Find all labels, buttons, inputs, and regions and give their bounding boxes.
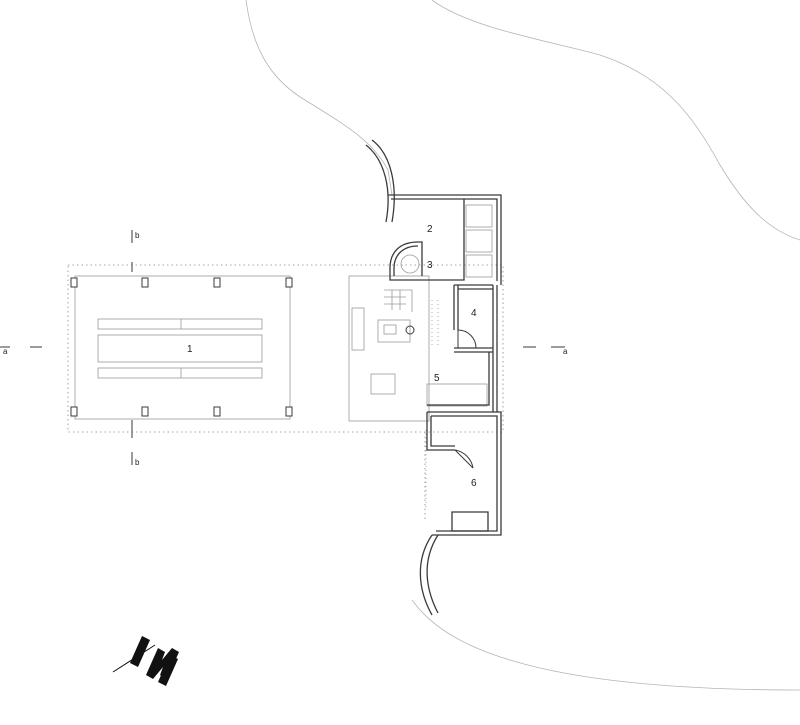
doors xyxy=(454,329,477,469)
section-label-b-bottom: b xyxy=(135,458,140,467)
wall-room5-east xyxy=(427,352,490,406)
table-center xyxy=(97,334,263,363)
column xyxy=(141,406,149,417)
wall-room4-lower xyxy=(454,347,493,353)
living-area xyxy=(348,275,488,422)
roof-outline-pavilion xyxy=(67,264,504,433)
bench-top xyxy=(97,318,263,330)
curved-wall-lower-inner xyxy=(426,534,439,614)
wall-north xyxy=(388,194,502,285)
bench-bottom xyxy=(97,367,263,379)
roof-outline xyxy=(67,264,504,520)
column xyxy=(141,277,149,288)
column xyxy=(70,406,78,417)
wall-lower-wing xyxy=(427,411,502,536)
bath-fixtures xyxy=(400,204,493,278)
living-floor-outline xyxy=(348,275,430,422)
room-label-4: 4 xyxy=(471,308,477,319)
column xyxy=(213,277,221,288)
section-label-a-right: a xyxy=(563,347,568,356)
terrain-contours xyxy=(245,0,800,691)
wall-bath-inner xyxy=(393,245,419,276)
counter xyxy=(426,383,488,407)
contour-line-west xyxy=(245,0,393,196)
shower-cubicle-2 xyxy=(465,229,493,253)
column xyxy=(213,406,221,417)
wall-lower-wing-inner xyxy=(431,415,498,532)
wall-room4 xyxy=(453,284,493,330)
door-swing-room6 xyxy=(454,449,474,469)
curved-wall-upper-inner xyxy=(371,139,395,223)
door-swing-room4 xyxy=(457,329,477,349)
shower-cubicle-1 xyxy=(465,204,493,228)
stair xyxy=(384,289,413,312)
contour-line-east xyxy=(431,0,800,241)
bed xyxy=(451,511,489,532)
fireplace xyxy=(351,307,365,351)
room-label-1: 1 xyxy=(187,344,193,355)
column xyxy=(70,277,78,288)
column xyxy=(285,277,293,288)
pavilion-deck xyxy=(74,275,291,420)
room-label-5: 5 xyxy=(434,373,440,384)
room-label-3: 3 xyxy=(427,260,433,271)
walls xyxy=(365,139,502,616)
contour-line-south xyxy=(411,599,800,691)
shower-cubicle-3 xyxy=(465,254,493,278)
kitchen-island xyxy=(377,319,411,343)
wall-lower-step xyxy=(426,412,455,451)
column xyxy=(285,406,293,417)
section-label-a-left: a xyxy=(3,347,8,356)
wall-bath-outer xyxy=(389,199,465,281)
paving-dots xyxy=(425,300,439,510)
curved-wall-upper-outer xyxy=(365,144,389,223)
curved-wall-lower-outer xyxy=(419,534,433,616)
pavilion xyxy=(74,275,291,420)
washbasin xyxy=(400,254,420,274)
north-arrow-icon xyxy=(112,636,179,686)
wall-north-inner xyxy=(391,198,498,281)
section-label-b-top: b xyxy=(135,231,140,240)
room-label-2: 2 xyxy=(427,224,433,235)
coffee-table xyxy=(370,373,396,395)
pavilion-columns xyxy=(70,277,293,417)
sink xyxy=(383,324,397,335)
section-markers xyxy=(0,230,565,465)
room-label-6: 6 xyxy=(471,478,477,489)
stove-icon xyxy=(405,325,415,335)
